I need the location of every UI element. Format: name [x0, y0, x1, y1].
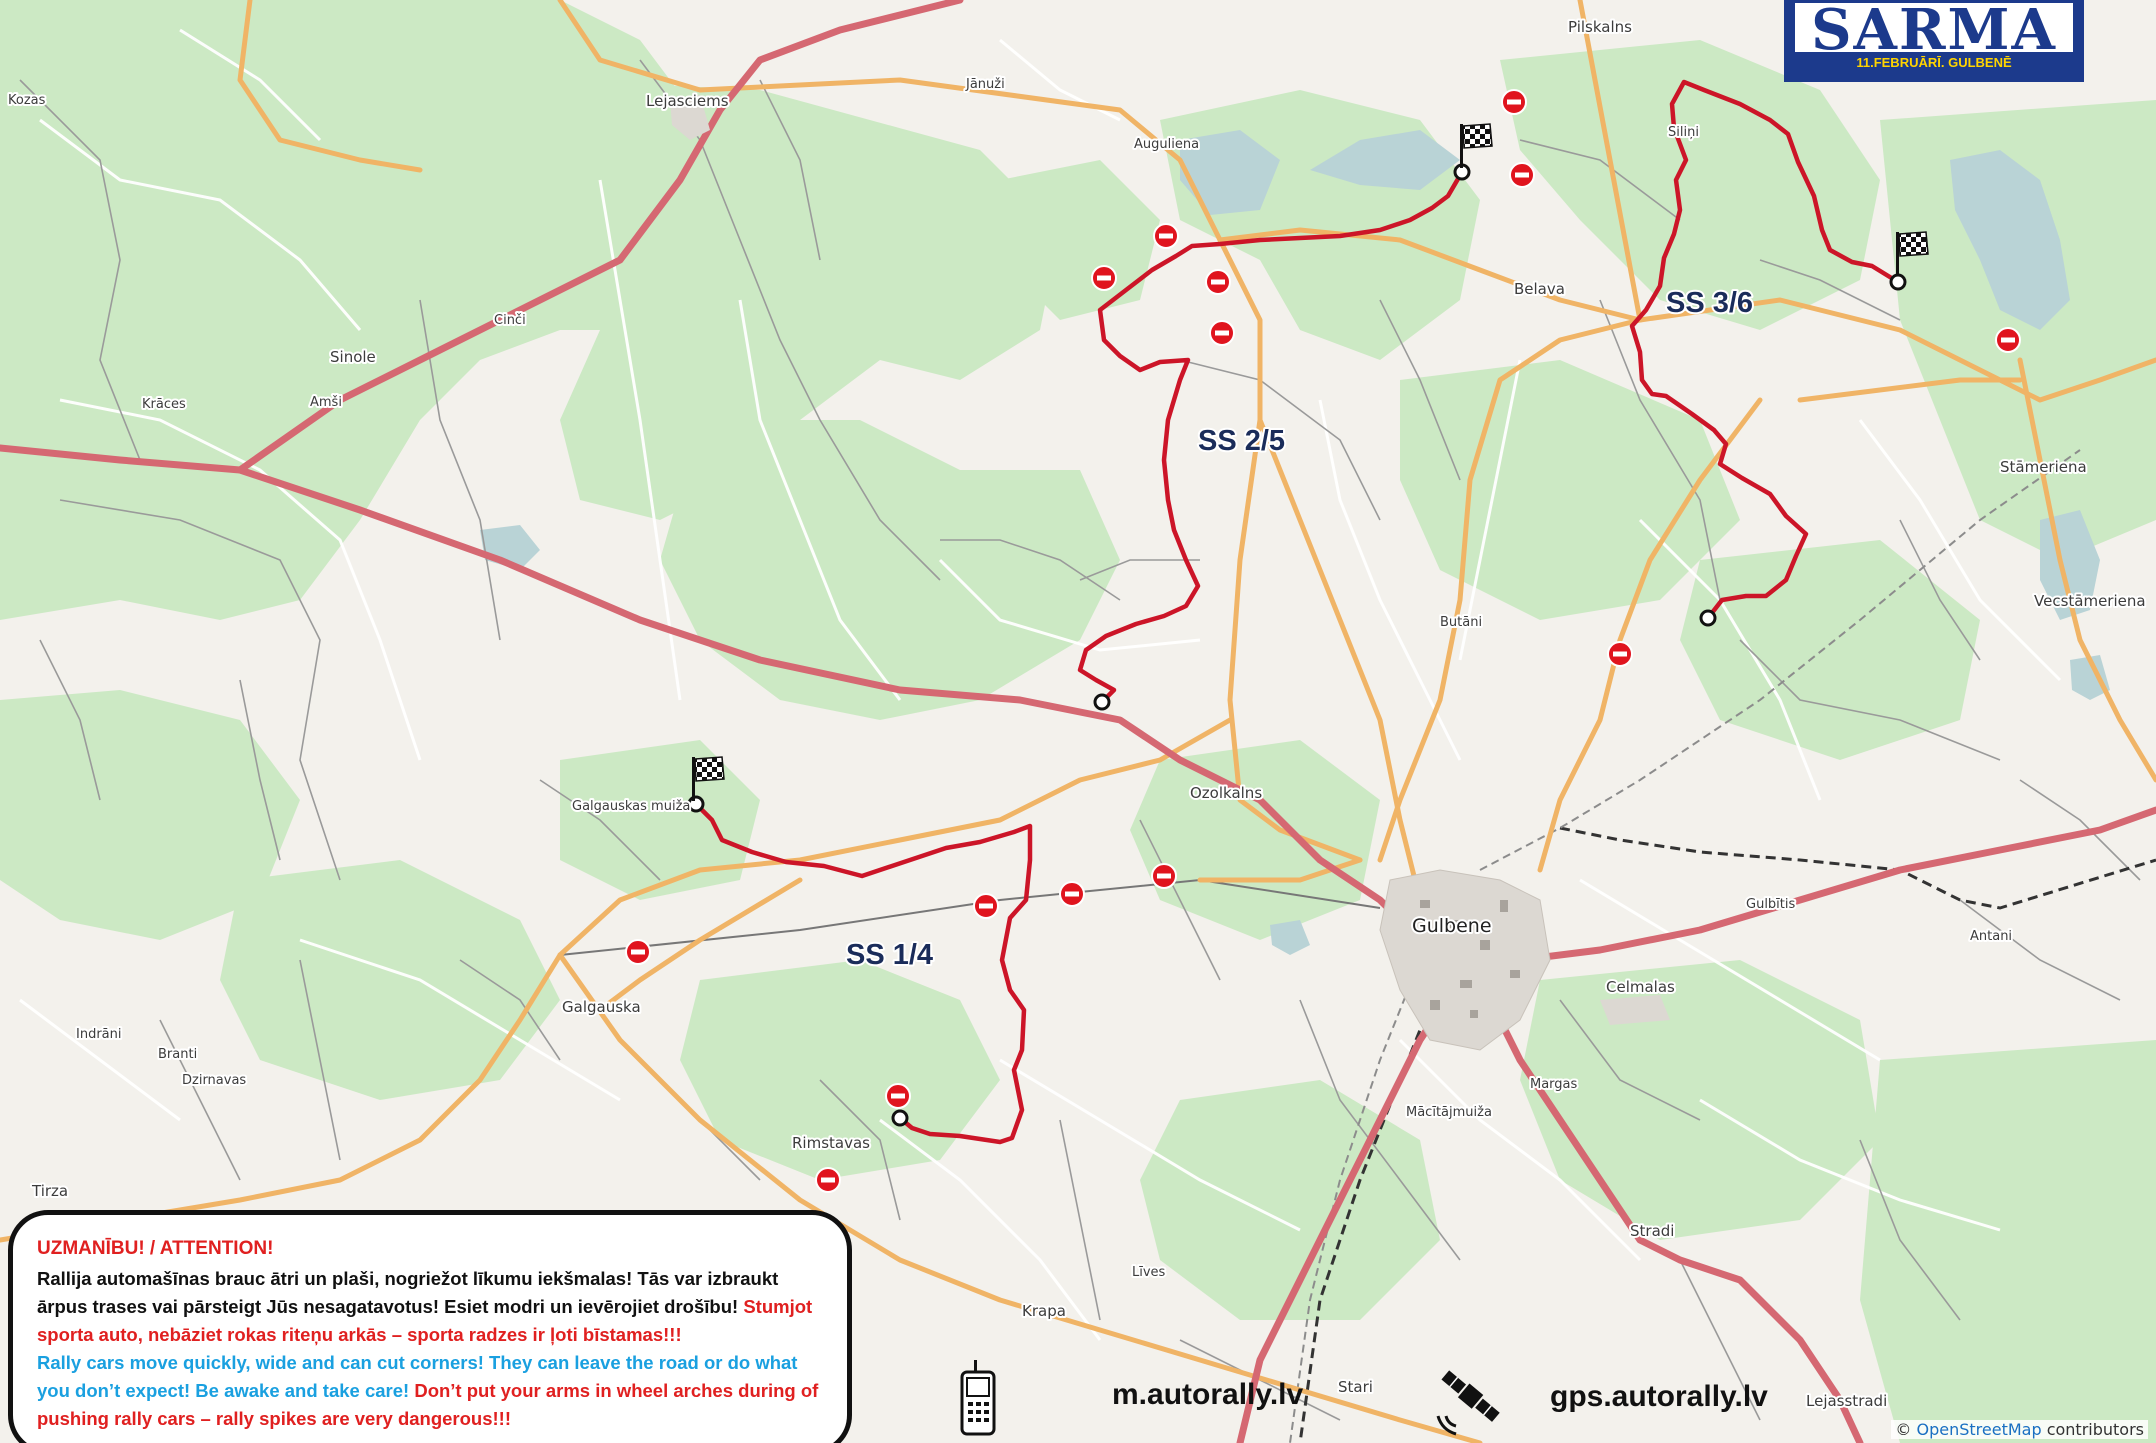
circle-start-icon [1889, 273, 1907, 291]
circle-start-icon [687, 795, 705, 813]
place-stari: Stari [1338, 1378, 1373, 1396]
stage-routes [693, 79, 1901, 1145]
no-entry-icon [885, 1083, 911, 1109]
place-stameriena: Stāmeriena [2000, 458, 2087, 476]
credit-prefix: © [1895, 1420, 1917, 1439]
place-silis: Siliņi [1668, 125, 1699, 140]
place-stradi: Stradi [1630, 1222, 1674, 1240]
no-entry-icon [1501, 89, 1527, 115]
gulbene-town [1379, 869, 1551, 1051]
finish-flags [692, 123, 1929, 801]
no-entry-icon [1995, 327, 2021, 353]
notice-en-spikes: Don’t put your arms in wheel arches duri… [37, 1380, 819, 1429]
place-lejasciems: Lejasciems [646, 92, 729, 110]
stage-label-ss14: SS 1/4 [846, 939, 933, 971]
checkered-flag-icon [692, 756, 725, 801]
start-markers [687, 163, 1907, 1127]
no-entry-icon [1059, 881, 1085, 907]
place-auguliena: Auguliena [1134, 137, 1199, 152]
stage-label-ss36: SS 3/6 [1666, 287, 1753, 319]
stage-route-ss14 [693, 801, 1033, 1145]
place-belava: Belava [1514, 280, 1565, 298]
place-krapa: Krapa [1022, 1302, 1066, 1320]
mobile-site-link[interactable]: m.autorally.lv [1112, 1378, 1304, 1411]
no-entry-icon [1151, 863, 1177, 889]
notice-body-lv: Rallija automašīnas brauc ātri un plaši,… [37, 1265, 821, 1349]
place-ozolkalns: Ozolkalns [1190, 784, 1262, 802]
notice-title: UZMANĪBU! / ATTENTION! [37, 1238, 274, 1259]
road-closures [625, 89, 2021, 1193]
small-settlements [670, 95, 1670, 1025]
no-entry-icon [1091, 265, 1117, 291]
place-kraces: Krāces [142, 397, 186, 412]
safety-notice: UZMANĪBU! / ATTENTION! Rallija automašīn… [8, 1210, 852, 1443]
place-gulbitis: Gulbītis [1746, 897, 1795, 912]
railways [559, 449, 2156, 1443]
place-indrani: Indrāni [76, 1027, 122, 1042]
sarma-logo: SARMA 11.FEBRUĀRĪ. GULBENĒ [1784, 0, 2084, 82]
place-sinole: Sinole [330, 348, 376, 366]
openstreetmap-link[interactable]: OpenStreetMap [1916, 1420, 2042, 1439]
place-dzirnavas: Dzirnavas [182, 1073, 246, 1088]
place-rimstavas: Rimstavas [792, 1134, 870, 1152]
stage-route-ss25 [1077, 169, 1465, 705]
place-lives: Līves [1132, 1265, 1166, 1280]
circle-start-icon [891, 1109, 909, 1127]
stage-label-ss25: SS 2/5 [1198, 425, 1285, 457]
place-branti: Branti [158, 1047, 197, 1062]
no-entry-icon [625, 939, 651, 965]
place-lejasstradi: Lejasstradi [1806, 1392, 1887, 1410]
no-entry-icon [1209, 320, 1235, 346]
place-galgauska: Galgauska [562, 998, 641, 1016]
place-gulbene: Gulbene [1412, 915, 1492, 937]
stage-labels: SS 1/4 SS 2/5 SS 3/6 [844, 285, 1755, 973]
place-butani: Butāni [1440, 615, 1482, 630]
place-antani: Antani [1970, 929, 2012, 944]
place-macitajmuiza: Mācītājmuiža [1406, 1105, 1492, 1120]
checkered-flag-icon [1460, 123, 1493, 168]
no-entry-icon [1607, 641, 1633, 667]
gps-site-link[interactable]: gps.autorally.lv [1550, 1380, 1768, 1413]
place-amsi: Amši [310, 395, 342, 410]
notice-en-warning: Rally cars move quickly, wide and can cu… [37, 1352, 798, 1401]
place-margas: Margas [1530, 1077, 1578, 1092]
no-entry-icon [1153, 223, 1179, 249]
tracks [19, 59, 2141, 1421]
place-pilskalns: Pilskalns [1568, 18, 1632, 36]
place-galgauskas-muiza: Galgauskas muiža [572, 799, 690, 814]
place-kozas: Kozas [8, 93, 46, 108]
notice-lv-spikes: Stumjot sporta auto, nebāziet rokas rite… [37, 1296, 813, 1345]
checkered-flag-icon [1896, 231, 1929, 276]
stage-route-ss36 [1629, 79, 1901, 621]
place-vecstameriena: Vecstāmeriena [2034, 592, 2146, 610]
notice-lv-warning: Rallija automašīnas brauc ātri un plaši,… [37, 1268, 779, 1317]
map-attribution: © OpenStreetMap contributors [1891, 1420, 2148, 1439]
place-tirza: Tirza [31, 1182, 68, 1200]
no-entry-icon [973, 893, 999, 919]
no-entry-icon [1205, 269, 1231, 295]
notice-body-en: Rally cars move quickly, wide and can cu… [37, 1349, 821, 1433]
circle-start-icon [1093, 693, 1111, 711]
credit-suffix: contributors [2041, 1420, 2144, 1439]
logo-subtitle: 11.FEBRUĀRĪ. GULBENĒ [1795, 52, 2073, 74]
place-labels: Pilskalns Jānuži Kozas Lejasciems Auguli… [6, 16, 2148, 1412]
place-celmalas: Celmalas [1606, 978, 1675, 996]
minor-roads [19, 28, 2062, 1341]
no-entry-icon [815, 1167, 841, 1193]
mobile-phone-icon [960, 1360, 996, 1436]
circle-start-icon [1699, 609, 1717, 627]
lakes [480, 130, 2110, 955]
satellite-icon [1436, 1370, 1500, 1436]
place-janusi: Jānuži [965, 77, 1005, 92]
place-cinci: Cinči [494, 313, 526, 328]
no-entry-icon [1509, 162, 1535, 188]
